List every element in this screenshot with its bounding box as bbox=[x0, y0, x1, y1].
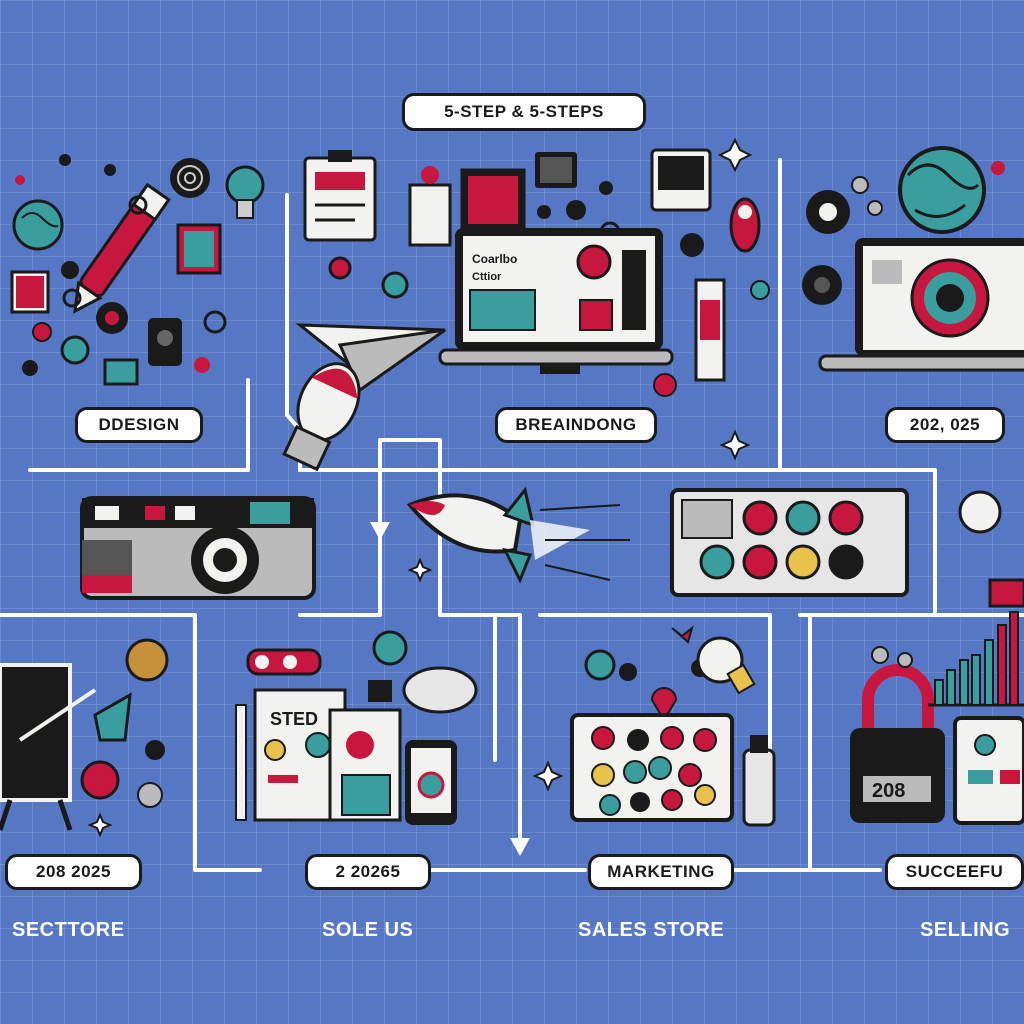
lock-number: 208 bbox=[872, 780, 905, 802]
caption-sole-us: SOLE US bbox=[322, 919, 414, 941]
caption-sales-store: SALES STORE bbox=[578, 919, 725, 941]
camera-icon bbox=[80, 496, 316, 600]
globe-icon bbox=[898, 146, 986, 234]
lightbulb-icon bbox=[696, 636, 756, 695]
easel-icon bbox=[0, 638, 169, 831]
arrow-head-down bbox=[370, 522, 390, 540]
caption-selling: SELLING bbox=[920, 919, 1011, 941]
step-label-marketing: MARKETING bbox=[588, 854, 734, 890]
branding-cluster: Coarlbo Cttior bbox=[282, 137, 770, 472]
rocket-small-icon bbox=[729, 197, 761, 253]
step-label-year-b: 208 2025 bbox=[5, 854, 142, 890]
design-cluster bbox=[10, 154, 265, 386]
speech-bubble-icon bbox=[958, 490, 1002, 534]
notebook-cluster bbox=[235, 630, 478, 825]
notebook-text: STED bbox=[270, 709, 318, 729]
flow-connectors bbox=[0, 158, 1024, 872]
step-label-year-c: 2 20265 bbox=[305, 854, 431, 890]
lightbulb-icon bbox=[225, 165, 265, 219]
laptop-icon bbox=[818, 238, 1024, 372]
lightbulb-icon bbox=[282, 362, 361, 472]
success-cluster bbox=[850, 611, 1024, 825]
step-label-success: SUCCEEFU bbox=[885, 854, 1024, 890]
clipboard-icon bbox=[303, 156, 377, 242]
laptop-subheading: Cttior bbox=[472, 271, 502, 283]
sparkle-decorations bbox=[87, 429, 751, 838]
paper-plane-icon bbox=[295, 323, 446, 393]
growth-cluster bbox=[802, 146, 1024, 372]
step-label-design: DDESIGN bbox=[75, 407, 203, 443]
step-label-branding: BREAINDONG bbox=[495, 407, 657, 443]
laptop-icon bbox=[438, 228, 674, 374]
laptop-heading: Coarlbo bbox=[472, 252, 517, 266]
bar-graph-icon bbox=[928, 611, 1024, 707]
arrow-head-down bbox=[510, 838, 530, 856]
marketing-cluster bbox=[570, 625, 776, 827]
caption-sectore: SECTTORE bbox=[12, 919, 125, 941]
swatch-board-icon bbox=[670, 488, 909, 597]
rocket-icon bbox=[406, 486, 630, 584]
spiral-icon bbox=[170, 158, 210, 198]
step-label-year-a: 202, 025 bbox=[885, 407, 1005, 443]
globe-icon bbox=[12, 199, 64, 251]
lock-icon bbox=[850, 664, 945, 823]
page-title: 5-STEP & 5-STEPS bbox=[402, 93, 646, 131]
